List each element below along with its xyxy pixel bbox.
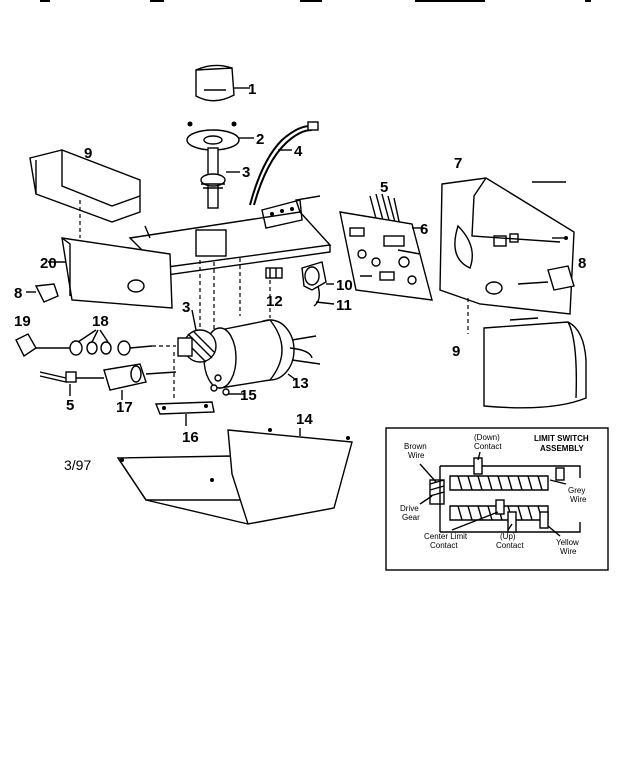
worm-gear-part: [177, 309, 217, 363]
motor-mount-part: [210, 384, 244, 396]
label-6: 6: [420, 221, 428, 238]
up-contact-label-1: (Up): [500, 532, 516, 541]
center-limit-label-1: Center Limit: [424, 532, 468, 541]
down-contact-label-2: Contact: [474, 442, 502, 451]
label-18: 18: [92, 313, 109, 330]
label-7: 7: [454, 155, 462, 172]
label-8a: 8: [14, 285, 22, 302]
header-strip: [40, 0, 591, 2]
bearing-plate-part: [186, 121, 254, 151]
up-contact-label-2: Contact: [496, 541, 524, 550]
left-cover-part: [29, 149, 141, 238]
label-10: 10: [336, 277, 353, 294]
right-bracket-part: [517, 265, 575, 291]
right-lens-cover-part: [467, 298, 587, 409]
label-13: 13: [292, 375, 309, 392]
power-cord-part: [249, 121, 319, 206]
capacitor-part: [39, 363, 177, 400]
drive-gear-top-part: [200, 147, 240, 209]
grey-wire-label-1: Grey: [568, 486, 585, 495]
logic-board-part: [339, 211, 433, 301]
label-19: 19: [14, 313, 31, 330]
washer-set-part: [15, 329, 153, 358]
label-15: 15: [240, 387, 257, 404]
yellow-wire-label-1: Yellow: [556, 538, 579, 547]
light-socket-part: [301, 261, 335, 307]
label-2: 2: [256, 131, 264, 148]
label-16: 16: [182, 429, 199, 446]
down-contact-label-1: (Down): [474, 433, 500, 442]
label-5a: 5: [380, 179, 388, 196]
inset-title-1: LIMIT SWITCH: [534, 434, 589, 443]
brown-wire-label-2: Wire: [408, 451, 425, 460]
label-5b: 5: [66, 397, 74, 414]
brown-wire-label-1: Brown: [404, 442, 427, 451]
label-20: 20: [40, 255, 57, 272]
light-cap-part: [195, 64, 250, 102]
left-bracket-part: [26, 283, 59, 303]
label-4: 4: [294, 143, 303, 160]
drive-gear-label-1: Drive: [400, 504, 419, 513]
center-limit-label-2: Contact: [430, 541, 458, 550]
yellow-wire-label-2: Wire: [560, 547, 577, 556]
date-code: 3/97: [64, 457, 91, 473]
bottom-cover-part: [116, 428, 353, 525]
limit-switch-inset: [385, 427, 609, 571]
inset-title-2: ASSEMBLY: [540, 444, 584, 453]
label-9a: 9: [84, 145, 92, 162]
limit-bracket-part: [154, 401, 215, 426]
label-3a: 3: [242, 164, 250, 181]
inset-labels: LIMIT SWITCH ASSEMBLY Brown Wire (Down) …: [400, 433, 589, 556]
alignment-lines: [152, 258, 271, 400]
terminal-wires-part: [369, 193, 401, 227]
end-panel-part: [439, 177, 575, 315]
grey-wire-label-2: Wire: [570, 495, 587, 504]
part-number-labels: 1 2 3 4 5 6 7 8 8 9 9 10 11 12 3 13 14 1…: [14, 81, 586, 446]
drive-gear-label-2: Gear: [402, 513, 420, 522]
label-1: 1: [248, 81, 256, 98]
label-8b: 8: [578, 255, 586, 272]
side-panel-part: [48, 237, 173, 309]
label-9b: 9: [452, 343, 460, 360]
label-12: 12: [266, 293, 283, 310]
terminal-block-part: [265, 267, 283, 279]
label-14: 14: [296, 411, 313, 428]
label-17: 17: [116, 399, 133, 416]
label-11: 11: [336, 297, 352, 314]
label-3b: 3: [182, 299, 190, 316]
